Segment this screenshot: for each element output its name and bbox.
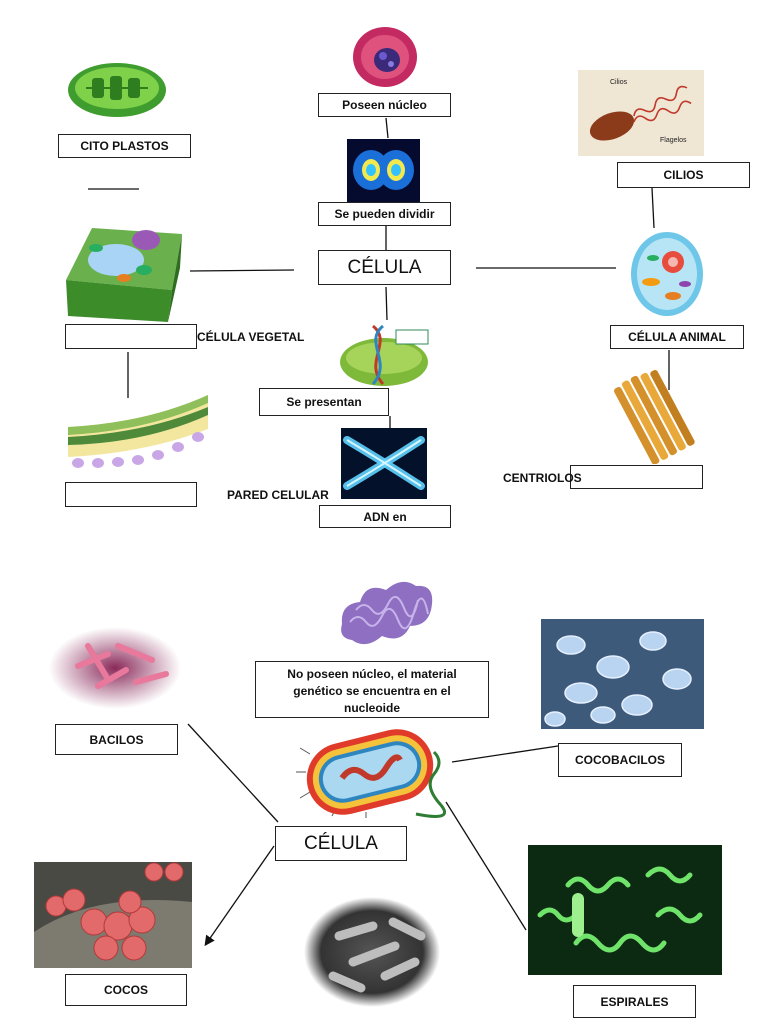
cito-plastos-box: CITO PLASTOS: [58, 134, 191, 158]
bacteria-sem-image: [304, 897, 440, 1007]
centriolos-empty-box: [570, 465, 703, 489]
plant-cell-image: [66, 228, 182, 322]
cell-division-image: [347, 139, 420, 202]
pared-celular-label: PARED CELULAR: [227, 488, 329, 502]
cilia-flagella-image: Cilios Flagelos: [578, 70, 704, 156]
chromosome-image: [341, 428, 427, 499]
nucleoid-image: [341, 581, 433, 645]
centrioles-image: [614, 369, 695, 464]
coccobacilli-image: [541, 619, 704, 729]
se-presentan-box: Se presentan: [259, 388, 389, 416]
cocci-image: [34, 862, 192, 968]
celula-vegetal-label: CÉLULA VEGETAL: [197, 330, 305, 344]
cell-wall-image: [68, 395, 208, 468]
dna-strand-image: [340, 324, 429, 386]
no-nucleo-text: No poseen núcleo, el material genético s…: [287, 667, 457, 715]
cocobacilos-box: COCOBACILOS: [558, 743, 682, 777]
chloroplast-image: [68, 63, 166, 117]
celula-bottom-box: CÉLULA: [275, 826, 407, 861]
centriolos-label: CENTRIOLOS: [503, 471, 582, 485]
celula-vegetal-empty-box: [65, 324, 197, 349]
celula-central-box: CÉLULA: [318, 250, 451, 285]
cocos-box: COCOS: [65, 974, 187, 1006]
spirilla-image: [528, 845, 722, 975]
cilios-image-label: Cilios: [610, 79, 628, 86]
espirales-box: ESPIRALES: [573, 985, 696, 1018]
flagelos-image-label: Flagelos: [660, 137, 687, 144]
pared-celular-empty-box: [65, 482, 197, 507]
cilios-box: CILIOS: [617, 162, 750, 188]
bacilli-image: [49, 627, 181, 709]
adn-en-box: ADN en: [319, 505, 451, 528]
bacterium-image: [296, 729, 446, 818]
nucleated-cell-image: [353, 27, 417, 87]
se-pueden-dividir-box: Se pueden dividir: [318, 202, 451, 226]
no-nucleo-box: No poseen núcleo, el material genético s…: [255, 661, 489, 718]
animal-cell-image: [631, 232, 703, 316]
celula-animal-box: CÉLULA ANIMAL: [610, 325, 744, 349]
poseen-nucleo-box: Poseen núcleo: [318, 93, 451, 117]
bacilos-box: BACILOS: [55, 724, 178, 755]
